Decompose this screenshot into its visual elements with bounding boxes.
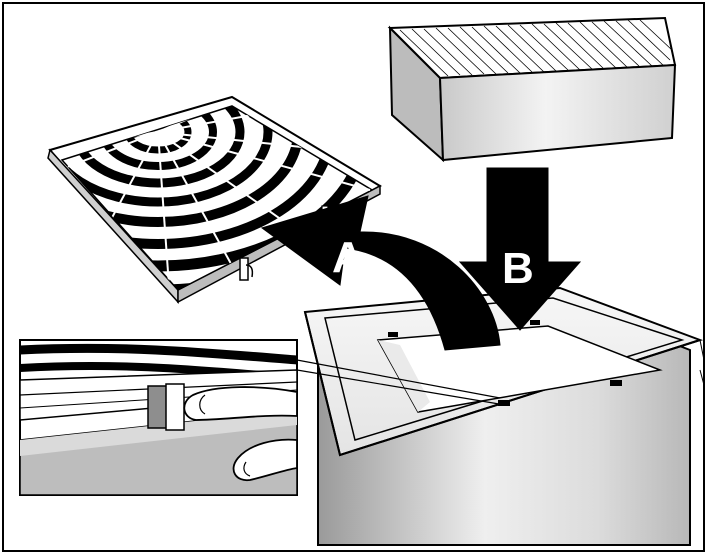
callout-lines — [296, 359, 506, 406]
cabinet-housing — [303, 286, 705, 546]
odor-filter-box — [387, 16, 677, 163]
grease-filter — [47, 95, 382, 304]
arrow-b: B — [458, 167, 582, 331]
inset-detail — [19, 339, 298, 496]
arrow-b-label: B — [502, 244, 534, 293]
arrow-a: A — [260, 195, 501, 351]
arrow-a-label: A — [332, 233, 364, 282]
